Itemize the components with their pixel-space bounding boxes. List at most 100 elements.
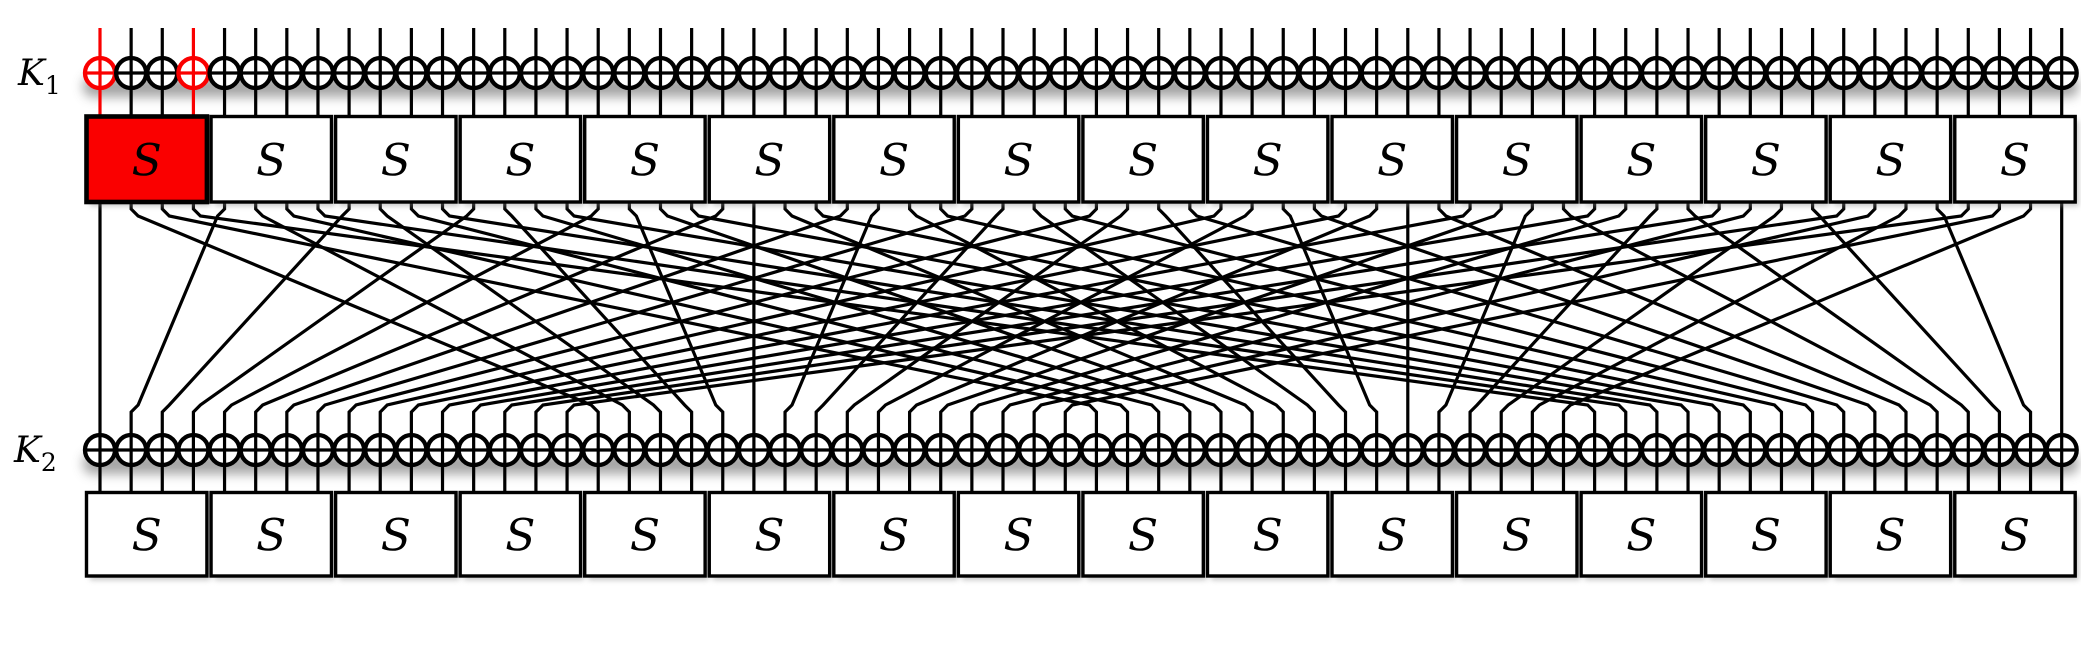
sbox-body <box>458 490 583 578</box>
xor-icon <box>1110 432 1145 468</box>
xor-icon <box>1110 55 1145 91</box>
xor-icon <box>331 432 367 468</box>
sbox-label: S <box>505 510 535 561</box>
sbox-body <box>583 114 707 204</box>
xor-icon <box>1670 432 1706 468</box>
permutation-wire <box>1530 202 1908 435</box>
xor-icon <box>923 432 958 468</box>
xor-icon <box>1359 432 1394 468</box>
xor-icon <box>1484 55 1519 91</box>
sbox-label: S <box>1875 510 1905 561</box>
xor-icon <box>581 432 616 468</box>
permutation-wire <box>814 202 1005 435</box>
xor-icon <box>1266 432 1301 468</box>
xor-icon <box>1421 432 1457 468</box>
xor-icon <box>1079 432 1114 468</box>
xor-icon <box>643 432 678 468</box>
xor-icon <box>1857 432 1893 468</box>
sbox: S <box>458 114 585 206</box>
permutation-wire <box>907 202 1379 435</box>
sbox: S <box>1579 114 1706 206</box>
xor-icon <box>1764 55 1799 91</box>
xor-icon <box>1515 432 1550 468</box>
xor-icon <box>830 55 865 91</box>
xor-icon <box>2044 55 2079 91</box>
permutation-wire <box>907 202 1285 435</box>
permutation-wire <box>440 202 1659 435</box>
permutation-wire <box>285 202 849 435</box>
sbox: S <box>1205 114 1332 206</box>
sbox-body <box>1330 490 1455 578</box>
sbox: S <box>956 490 1083 580</box>
sbox-label: S <box>1377 135 1407 186</box>
permutation-wire <box>1281 202 1379 435</box>
sbox-body <box>707 490 832 578</box>
xor-icon <box>456 432 491 468</box>
xor-icon <box>1608 432 1643 468</box>
sbox: S <box>1828 490 1955 580</box>
permutation-wire <box>1157 202 1348 435</box>
sbox: S <box>209 114 335 206</box>
sbox-label: S <box>132 135 162 186</box>
xor-icon <box>1546 55 1581 91</box>
permutation-wire <box>409 202 1348 435</box>
permutation-wire <box>690 202 1721 435</box>
sbox-label: S <box>1128 510 1158 561</box>
permutation-wire <box>316 202 1628 435</box>
permutation-wire <box>129 202 600 435</box>
permutation-wire <box>222 202 600 435</box>
xor-icon <box>176 432 211 468</box>
xor-icon <box>705 432 740 468</box>
round1-key-label: K1 <box>17 53 61 100</box>
xor-icon <box>1048 432 1083 468</box>
xor-icon <box>1888 55 1924 91</box>
xor-icon <box>1203 55 1239 91</box>
permutation-wire <box>783 202 1254 435</box>
permutation-wire <box>970 202 1628 435</box>
xor-icon <box>518 55 554 91</box>
sbox: S <box>1205 490 1332 580</box>
sbox: S <box>707 490 834 580</box>
xor-icon <box>331 55 367 91</box>
permutation-wire <box>378 202 663 435</box>
xor-icon <box>1141 432 1176 468</box>
sbox: S <box>832 114 958 206</box>
sbox-body <box>1081 114 1206 204</box>
permutation-wire <box>1063 202 1815 435</box>
sbox-body <box>1205 114 1330 204</box>
xor-icon <box>1141 55 1176 91</box>
xor-icon <box>207 55 242 91</box>
sbox-label: S <box>1626 510 1656 561</box>
sbox-label: S <box>754 135 784 186</box>
sbox: S <box>956 114 1083 206</box>
sbox-label: S <box>256 135 286 186</box>
permutation-wire <box>129 202 227 435</box>
sbox-body <box>1828 490 1953 578</box>
xor-icon <box>1764 432 1799 468</box>
xor-icon <box>1577 432 1612 468</box>
permutation-wire <box>254 202 725 435</box>
sbox: S <box>707 114 834 206</box>
xor-icon <box>425 55 460 91</box>
xor-icon <box>674 55 709 91</box>
permutation-wire <box>1063 202 2002 435</box>
xor-icon <box>736 432 772 468</box>
sbox-body <box>1703 114 1828 204</box>
xor-icon <box>1234 432 1270 468</box>
sbox-label: S <box>2000 510 2030 561</box>
xor-icon <box>363 55 398 91</box>
xor-icon <box>1359 55 1394 91</box>
sbox: S <box>84 490 211 580</box>
xor-icon <box>1390 55 1425 91</box>
xor-icon <box>394 432 429 468</box>
sbox-label: S <box>381 510 411 561</box>
xor-icon <box>954 55 990 91</box>
xor-icon <box>145 432 180 468</box>
sbox-body <box>333 114 458 204</box>
xor-icon <box>1234 55 1270 91</box>
sbox-label: S <box>1003 135 1033 186</box>
xor-icon <box>892 432 927 468</box>
sbox-label: S <box>132 510 162 561</box>
sbox: S <box>583 490 709 580</box>
sbox-highlighted: S <box>84 114 211 206</box>
